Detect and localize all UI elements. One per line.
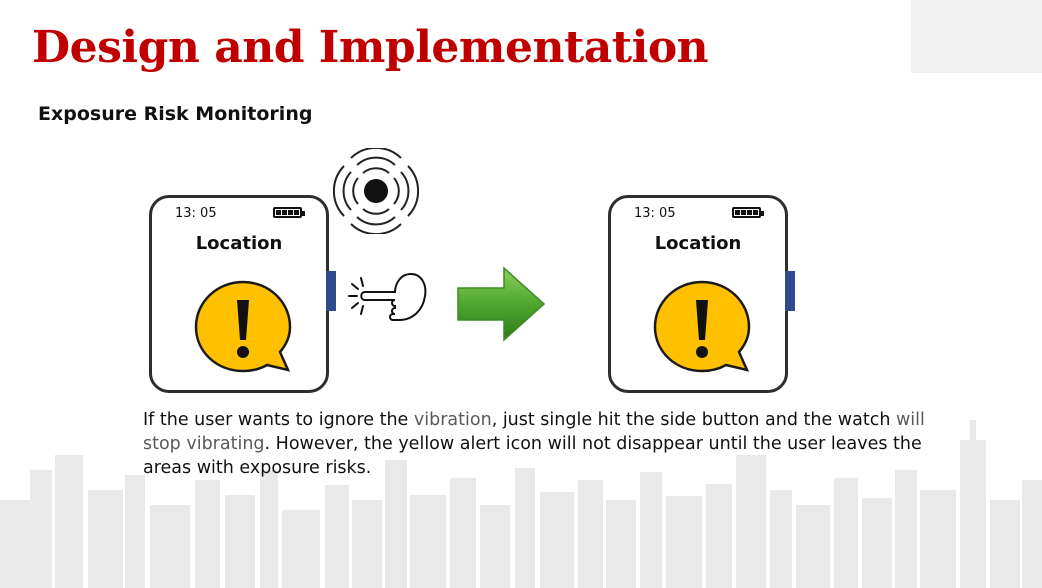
description-part: . However, the yellow alert icon will no… — [143, 434, 922, 478]
description-highlight: will stop vibrating — [143, 410, 925, 454]
watch-label: Location — [654, 233, 742, 254]
watch-time: 13: 05 — [634, 206, 676, 221]
description-part: , just single hit the side button and th… — [491, 410, 896, 430]
corner-decoration — [911, 0, 1042, 73]
watch-label: Location — [195, 233, 283, 254]
smartwatch-after: 13: 05 Location — [608, 195, 788, 393]
alert-icon — [194, 280, 292, 373]
vibration-icon — [333, 148, 419, 234]
battery-icon — [273, 207, 305, 218]
watch-time: 13: 05 — [175, 206, 217, 221]
battery-icon — [732, 207, 764, 218]
description-highlight: vibration — [413, 410, 492, 430]
slide-subtitle: Exposure Risk Monitoring — [38, 103, 313, 125]
smartwatch-before: 13: 05 Location — [149, 195, 329, 393]
slide-title: Design and Implementation — [32, 22, 709, 73]
watch-side-button[interactable] — [785, 271, 795, 311]
alert-icon — [653, 280, 751, 373]
description-part: If the user wants to ignore the — [143, 410, 414, 430]
finger-tap-icon — [348, 272, 427, 321]
description-text: If the user wants to ignore the vibratio… — [143, 408, 963, 480]
green-arrow-icon — [457, 266, 546, 342]
watch-side-button[interactable] — [326, 271, 336, 311]
